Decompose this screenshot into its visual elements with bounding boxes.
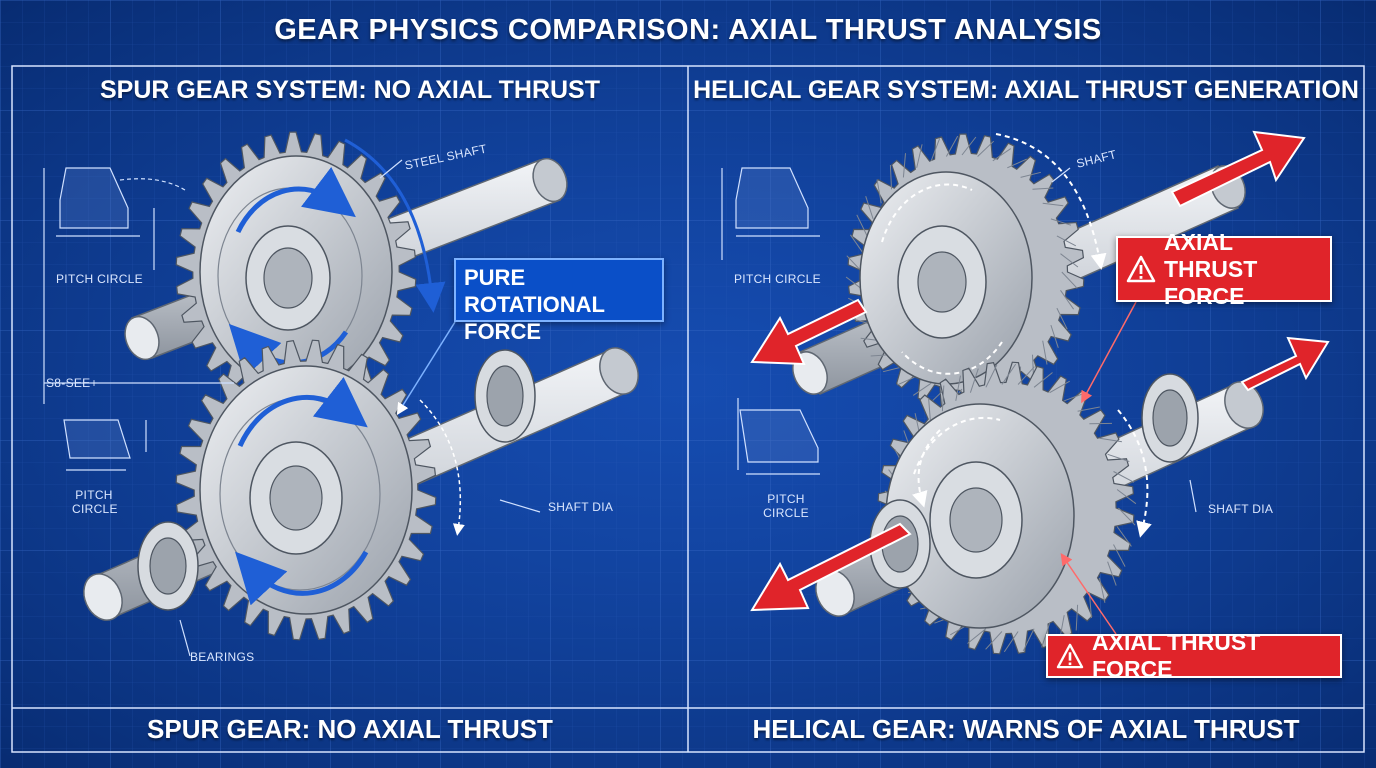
bearing-right-panel-right — [1141, 373, 1199, 463]
helical-panel-heading: HELICAL GEAR SYSTEM: AXIAL THRUST GENERA… — [693, 76, 1359, 104]
callout-top-line2: FORCE — [1164, 282, 1245, 309]
callout-line2: FORCE — [464, 319, 541, 344]
page-title: GEAR PHYSICS COMPARISON: AXIAL THRUST AN… — [274, 14, 1102, 46]
axial-thrust-callout-bottom: AXIAL THRUST FORCE — [1046, 629, 1342, 682]
shaft-dia-label-right: SHAFT DIA — [1208, 502, 1274, 516]
lower-spur-gear — [175, 339, 437, 641]
pitch-circle-label-bottom-right: PITCH CIRCLE — [762, 492, 810, 520]
spur-panel-heading: SPUR GEAR SYSTEM: NO AXIAL THRUST — [99, 76, 601, 104]
pitch-circle-line2-right: CIRCLE — [763, 506, 809, 520]
left-dimension-drawings — [43, 159, 541, 657]
dimension-label: S8-SEE+ — [46, 376, 98, 390]
pitch-circle-label-top-right: PITCH CIRCLE — [734, 272, 821, 286]
helical-panel-footer: HELICAL GEAR: WARNS OF AXIAL THRUST — [752, 714, 1300, 744]
pitch-circle-label-top-left: PITCH CIRCLE — [56, 272, 143, 286]
callout-top-line1: AXIAL THRUST — [1164, 228, 1258, 282]
pitch-circle-line2: CIRCLE — [72, 502, 118, 516]
upper-helical-gear — [845, 133, 1085, 411]
spur-gear-assembly — [83, 131, 639, 641]
panel-frames — [11, 65, 1365, 753]
right-dimension-drawings — [721, 167, 1197, 513]
bearings-label: BEARINGS — [190, 650, 255, 664]
bearing-left-lower — [137, 521, 199, 611]
pitch-circle-line1: PITCH — [75, 488, 113, 502]
spur-panel-footer: SPUR GEAR: NO AXIAL THRUST — [147, 714, 553, 744]
thrust-arrow-icon — [750, 130, 1330, 612]
upper-spur-gear — [175, 131, 417, 413]
shaft-dia-label-left: SHAFT DIA — [548, 500, 614, 514]
pitch-circle-line1-right: PITCH — [767, 492, 805, 506]
callout-bottom-text: AXIAL THRUST FORCE — [1092, 629, 1261, 682]
bearing-right-lower — [474, 349, 536, 443]
pitch-circle-label-bottom-left: PITCH CIRCLE — [72, 488, 118, 516]
callout-line1: PURE ROTATIONAL — [464, 265, 605, 317]
helical-gear-assembly — [750, 130, 1330, 655]
axial-thrust-callout-top: AXIAL THRUST FORCE — [1116, 229, 1332, 309]
warning-icon — [1056, 643, 1084, 669]
warning-icon — [1126, 255, 1156, 283]
pure-rotational-force-callout: PURE ROTATIONAL FORCE — [454, 258, 664, 344]
